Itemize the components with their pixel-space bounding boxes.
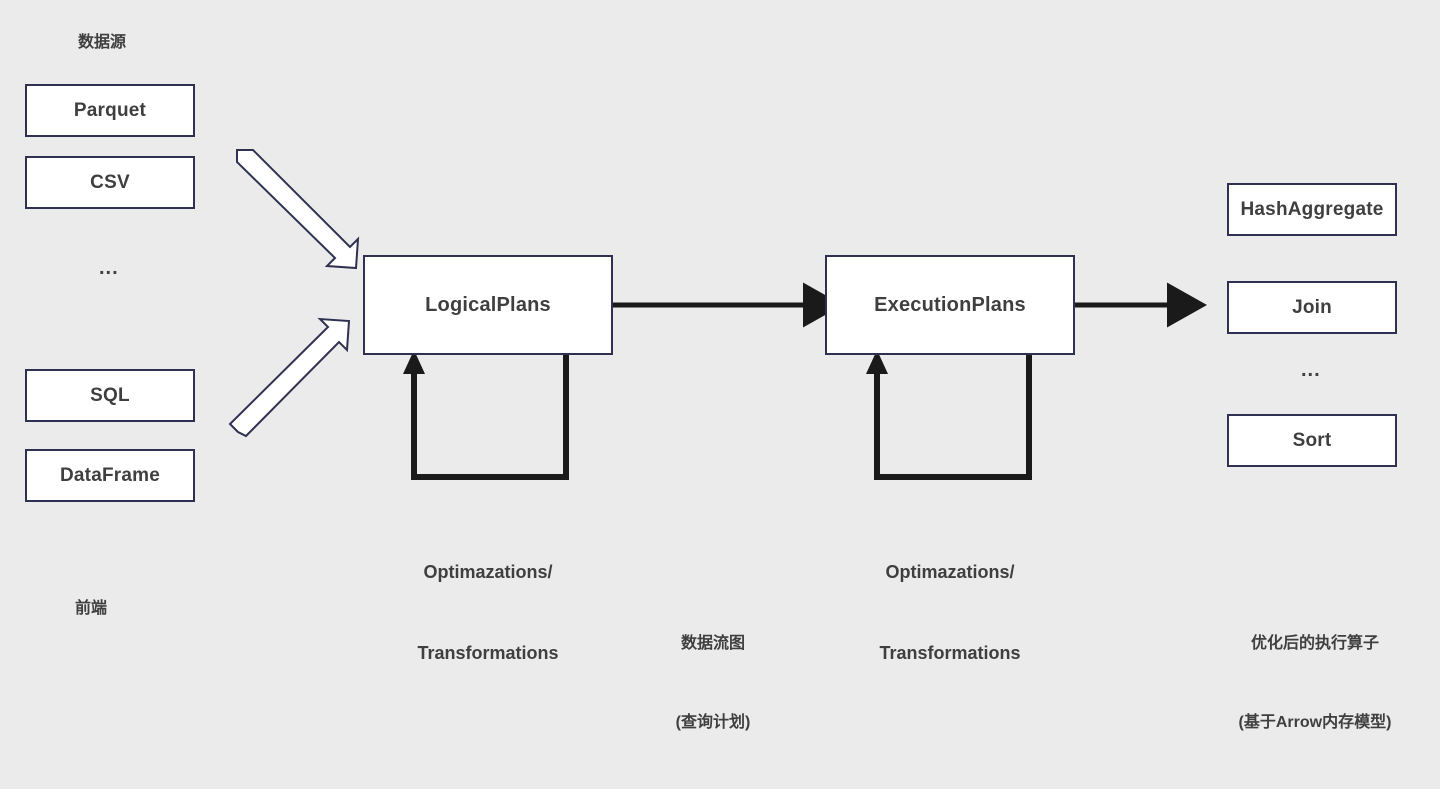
loop-arrow-logical-plans xyxy=(403,350,569,480)
source-box-csv-label: CSV xyxy=(90,171,130,193)
operators-caption: 优化后的执行算子 (基于Arrow内存模型) xyxy=(1195,578,1435,789)
operator-box-sort-label: Sort xyxy=(1292,429,1332,451)
execution-plans-label: ExecutionPlans xyxy=(874,293,1026,316)
logical-plans-loop-caption-line2: Transformations xyxy=(417,643,559,663)
logical-plans-loop-caption: Optimazations/ Transformations xyxy=(378,505,598,721)
source-box-sql[interactable]: SQL xyxy=(25,369,195,422)
dataflow-caption: 数据流图 (查询计划) xyxy=(613,578,813,789)
operators-caption-line1: 优化后的执行算子 xyxy=(1250,634,1379,652)
operator-box-sort[interactable]: Sort xyxy=(1227,414,1397,467)
execution-plans-loop-caption: Optimazations/ Transformations xyxy=(840,505,1060,721)
dataflow-caption-line1: 数据流图 xyxy=(680,634,745,652)
execution-plans-loop-caption-line2: Transformations xyxy=(879,643,1021,663)
operator-box-join-label: Join xyxy=(1292,296,1332,318)
operator-box-hashaggregate[interactable]: HashAggregate xyxy=(1227,183,1397,236)
dataflow-caption-line2: (查询计划) xyxy=(675,713,751,731)
data-sources-heading: 数据源 xyxy=(78,34,127,51)
operator-box-join[interactable]: Join xyxy=(1227,281,1397,334)
execution-plans-box[interactable]: ExecutionPlans xyxy=(825,255,1075,355)
logical-plans-loop-caption-line1: Optimazations/ xyxy=(423,562,553,582)
source-box-dataframe-label: DataFrame xyxy=(59,464,160,486)
frontend-caption: 前端 xyxy=(75,600,108,617)
connector-layer xyxy=(228,149,1207,480)
diagram-canvas: 数据源 Parquet CSV ... SQL DataFrame 前端 Log… xyxy=(25,34,1397,731)
operators-caption-line2: (基于Arrow内存模型) xyxy=(1238,713,1392,731)
data-sources-ellipsis: ... xyxy=(99,257,119,279)
operator-box-hashaggregate-label: HashAggregate xyxy=(1240,198,1384,220)
operators-ellipsis: ... xyxy=(1301,359,1321,381)
execution-plans-loop-caption-line1: Optimazations/ xyxy=(885,562,1015,582)
arrow-sources-to-logical-lower xyxy=(228,317,351,438)
source-box-parquet[interactable]: Parquet xyxy=(25,84,195,137)
source-box-dataframe[interactable]: DataFrame xyxy=(25,449,195,502)
arrow-sources-to-logical-upper xyxy=(236,149,360,270)
logical-plans-label: LogicalPlans xyxy=(425,293,551,316)
source-box-sql-label: SQL xyxy=(90,384,130,406)
source-box-parquet-label: Parquet xyxy=(73,99,147,121)
logical-plans-box[interactable]: LogicalPlans xyxy=(363,255,613,355)
loop-arrow-execution-plans xyxy=(866,350,1032,480)
source-box-csv[interactable]: CSV xyxy=(25,156,195,209)
